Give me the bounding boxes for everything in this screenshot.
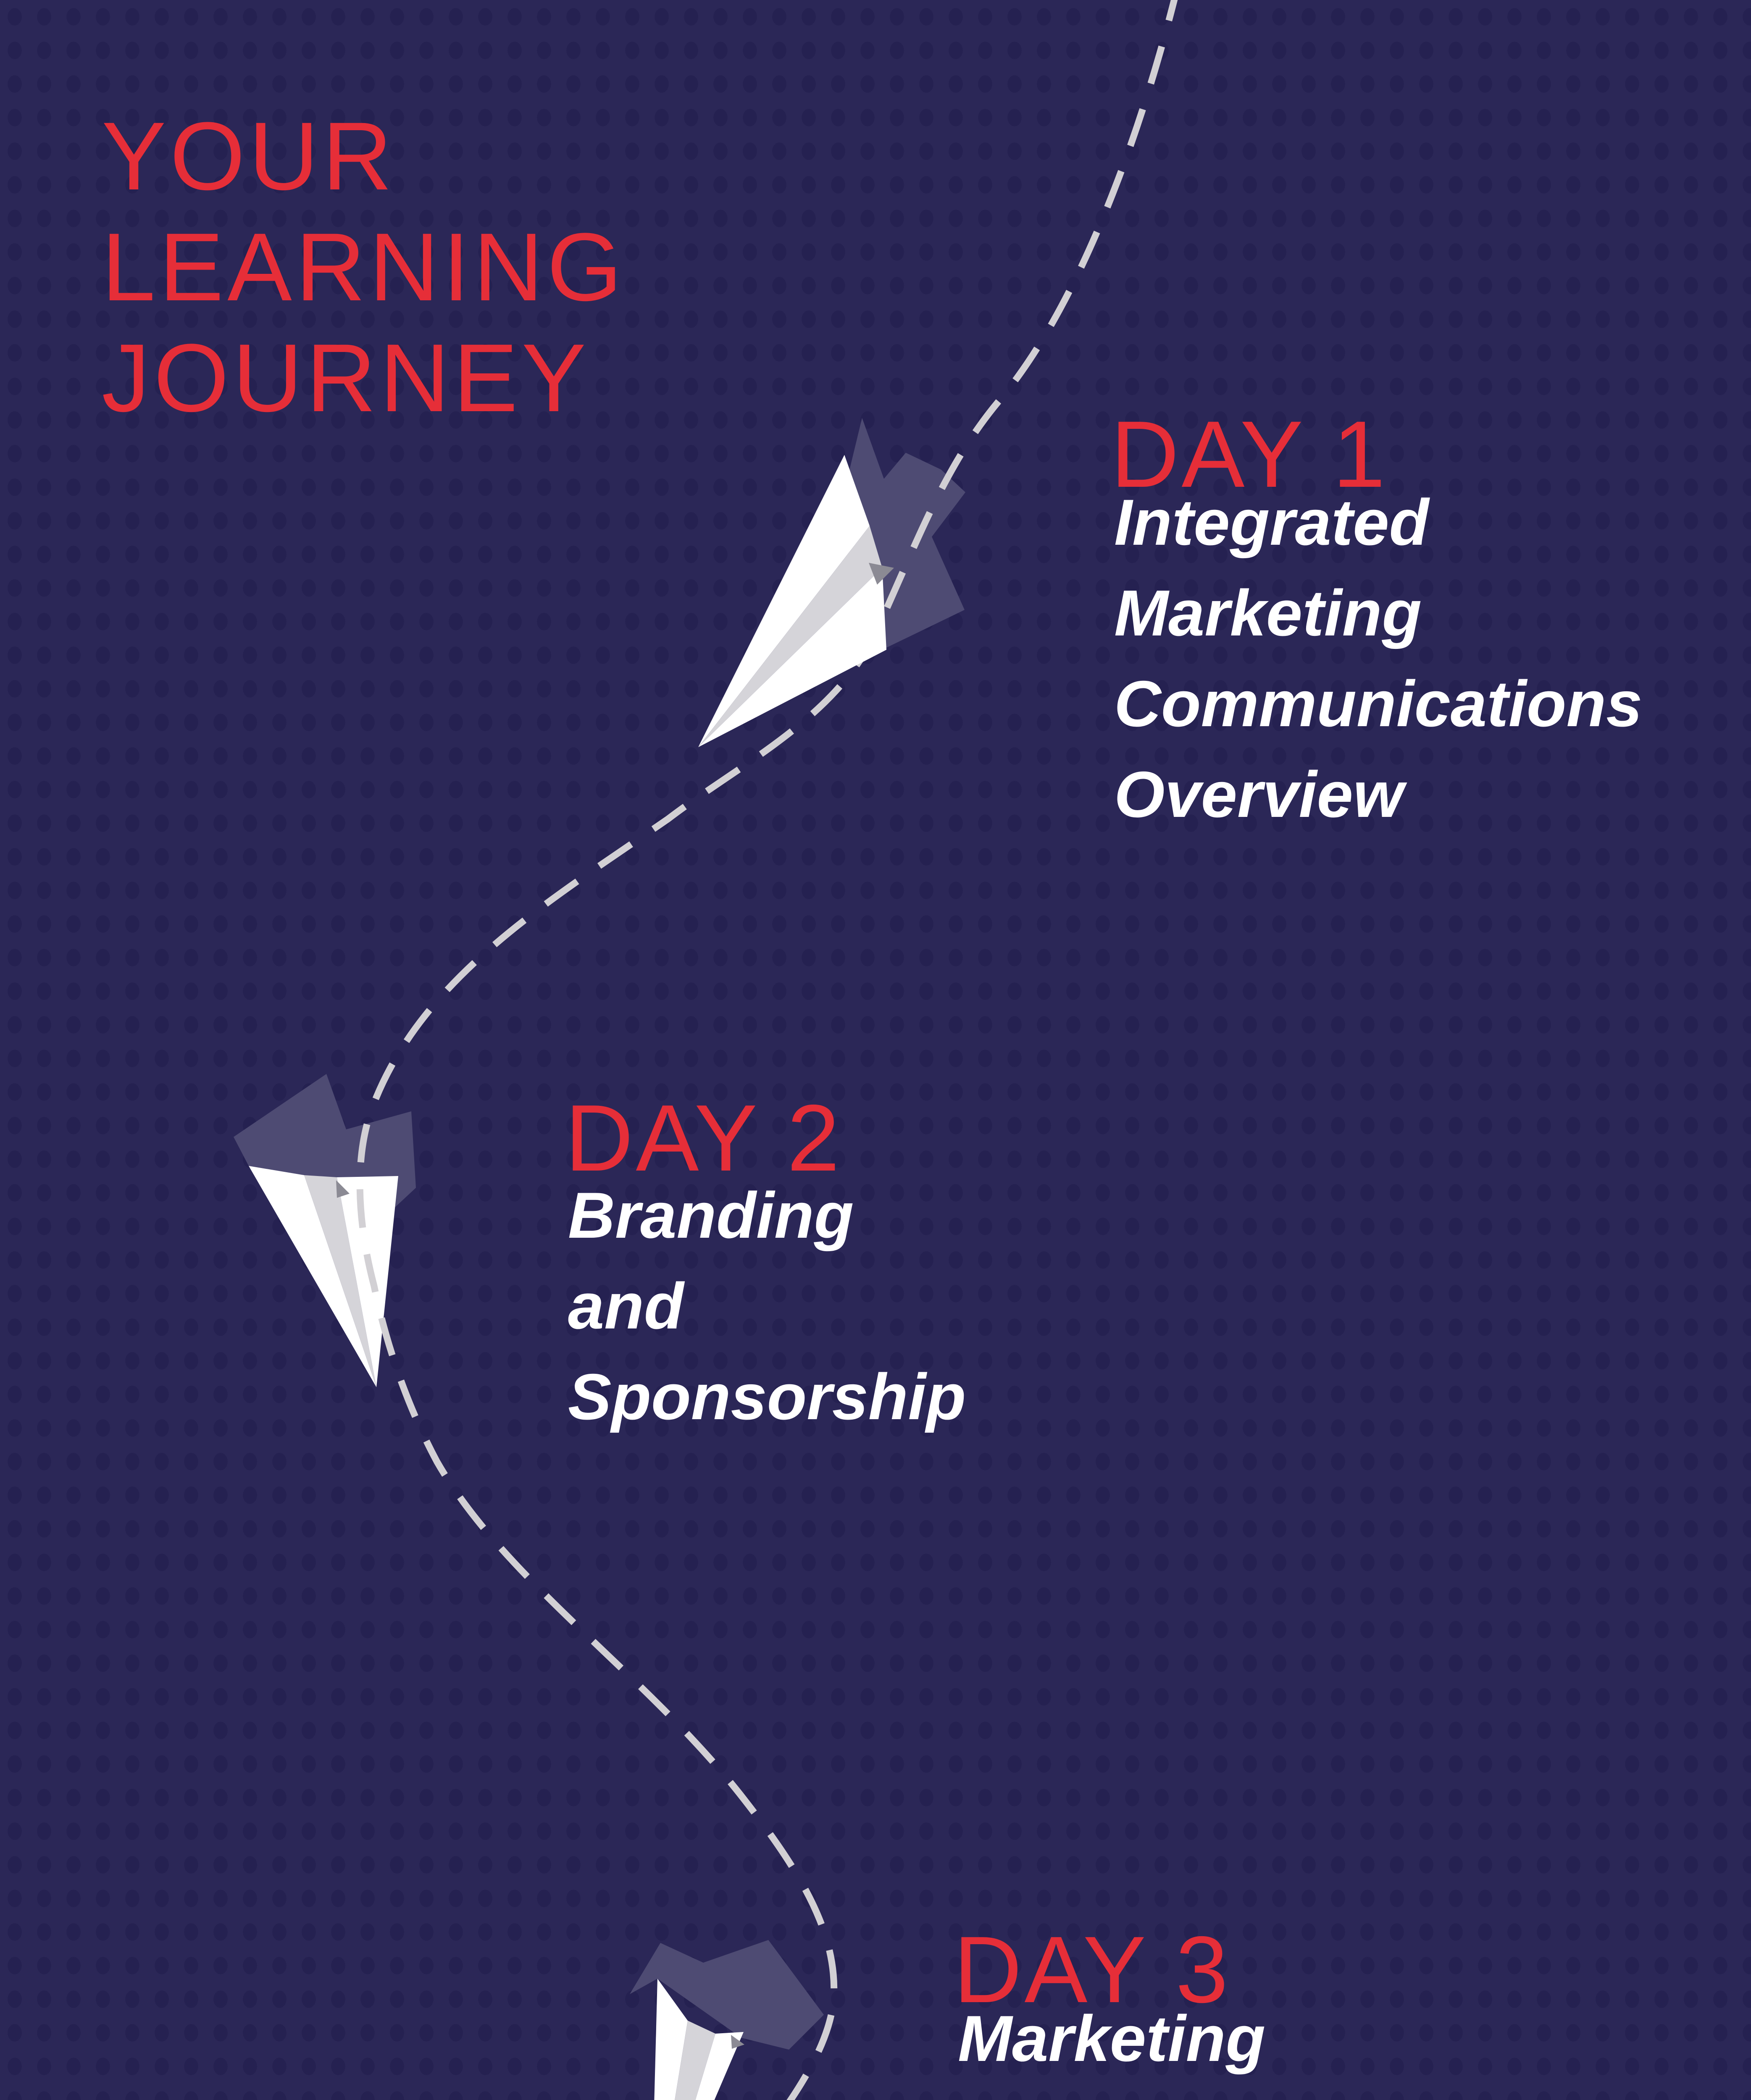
description-line: Integrated xyxy=(1114,486,1429,559)
day-1-heading: DAY 1 xyxy=(1111,401,1388,507)
description-line: Content xyxy=(958,2084,1287,2100)
description-line: Branding xyxy=(568,1179,854,1252)
description-line: and xyxy=(568,1270,684,1342)
title-line: JOURNEY xyxy=(102,324,590,432)
plane-shadow-wings xyxy=(630,1940,824,2050)
title-line: YOUR xyxy=(102,102,396,210)
description-line: Communications xyxy=(1114,667,1643,740)
plane-fold-notch xyxy=(731,2035,744,2049)
plane-left-face xyxy=(249,1166,376,1387)
plane-right-face xyxy=(695,2032,744,2100)
day-1-description: Integrated Marketing Communications Over… xyxy=(1114,477,1642,840)
plane-left-face xyxy=(654,1979,688,2100)
paper-plane-icon xyxy=(234,1074,416,1387)
description-line: Marketing xyxy=(958,2002,1266,2075)
day-2-heading: DAY 2 xyxy=(565,1085,842,1191)
day-3-heading: DAY 3 xyxy=(954,1916,1231,2022)
description-line: Marketing xyxy=(1114,577,1422,649)
dashed-flight-path-icon xyxy=(356,0,1178,2100)
description-line: Overview xyxy=(1114,758,1404,831)
page-title: YOUR LEARNING JOURNEY xyxy=(102,101,626,433)
day-3-description: Marketing Content Journey in a Digital W… xyxy=(958,1993,1287,2100)
description-line: Sponsorship xyxy=(568,1360,966,1433)
plane-center-face xyxy=(675,2021,715,2100)
title-line: LEARNING xyxy=(102,213,626,321)
plane-fold-notch xyxy=(869,563,894,585)
plane-bottom-face xyxy=(698,568,886,747)
paper-plane-icon xyxy=(630,1940,824,2100)
plane-fold-notch xyxy=(336,1180,350,1198)
plane-center-face xyxy=(304,1175,376,1387)
paper-plane-icon xyxy=(698,455,894,747)
plane-right-face xyxy=(337,1176,398,1387)
day-2-description: Branding and Sponsorship xyxy=(568,1170,966,1442)
plane-top-face xyxy=(698,455,870,747)
plane-center-face xyxy=(698,526,882,747)
